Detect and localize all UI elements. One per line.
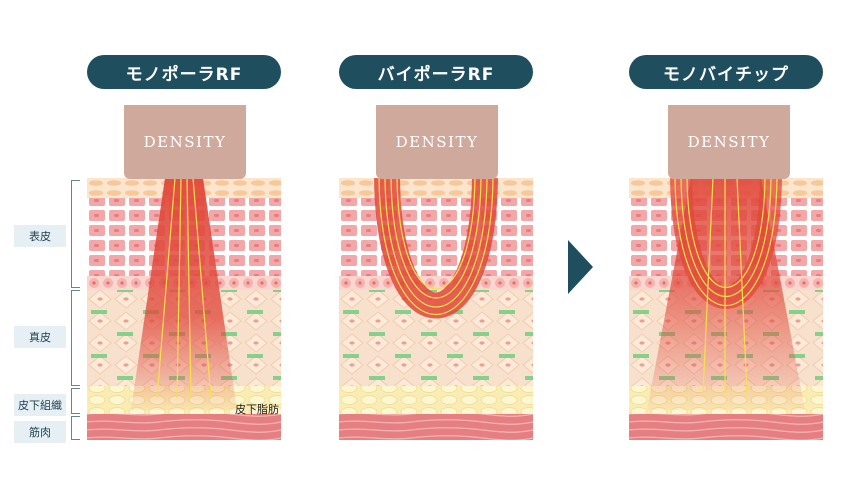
muscle-label: 筋肉	[14, 421, 66, 443]
bipolar-title: バイポーラRF	[339, 55, 533, 89]
epidermis-bracket	[71, 180, 80, 288]
arrow-right-icon	[568, 240, 593, 294]
monobi-title: モノバイチップ	[629, 55, 823, 89]
subcutaneous-bracket	[71, 388, 80, 414]
monobi-density-probe: DENSITY	[668, 105, 790, 179]
subcutaneous-label: 皮下組織	[14, 394, 66, 416]
monopolar-density-probe: DENSITY	[124, 105, 246, 179]
bipolar-current-lines	[378, 178, 494, 316]
dermis-label: 真皮	[14, 326, 66, 348]
muscle-bracket	[71, 416, 80, 440]
bipolar-energy-arc	[374, 178, 498, 319]
dermis-bracket	[71, 290, 80, 386]
bipolar-skin-diagram	[339, 178, 533, 440]
monopolar-energy-beam	[131, 178, 237, 410]
monobi-skin-diagram	[629, 178, 823, 440]
monopolar-skin-diagram	[87, 178, 281, 440]
epidermis-label: 表皮	[14, 225, 66, 247]
bipolar-density-probe: DENSITY	[376, 105, 498, 179]
monopolar-title: モノポーラRF	[87, 55, 281, 89]
monobi-current-lines	[674, 178, 778, 394]
monopolar-current-lines	[156, 178, 212, 399]
subcutaneous-fat-label: 皮下脂肪	[235, 403, 279, 416]
